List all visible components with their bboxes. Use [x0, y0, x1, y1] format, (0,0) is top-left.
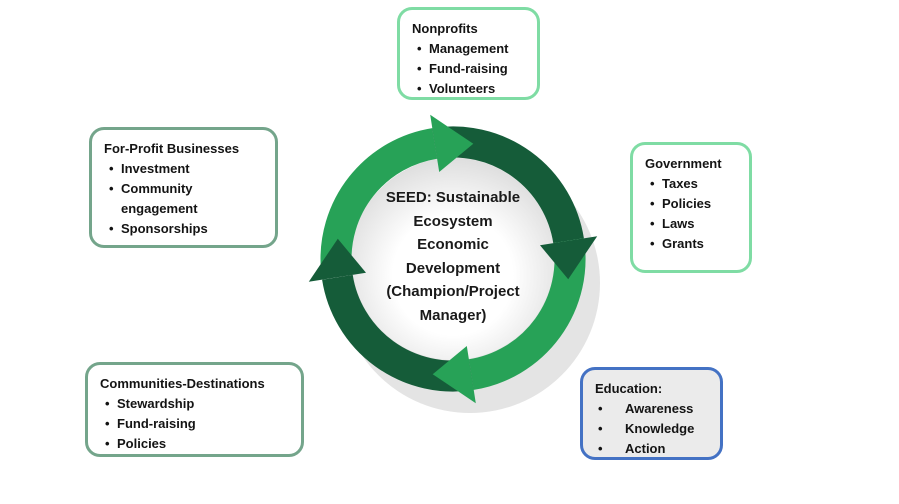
list-item: Policies: [645, 194, 741, 214]
center-label-line: SEED: Sustainable: [385, 189, 521, 206]
list-item: Community engagement: [104, 179, 267, 219]
list-item: Taxes: [645, 174, 741, 194]
arrowhead-left-icon: [308, 238, 366, 282]
center-label-line: Development: [405, 259, 501, 277]
center-label-line: Ecosystem: [413, 212, 493, 230]
arrowhead-right-icon: [540, 236, 598, 280]
callout-list: Taxes Policies Laws Grants: [645, 174, 741, 254]
callout-list: Investment Community engagement Sponsors…: [104, 159, 267, 239]
list-item: Awareness: [595, 399, 712, 419]
callout-list: Management Fund-raising Volunteers: [412, 39, 529, 99]
list-item: Stewardship: [100, 394, 293, 414]
callout-education: Education: Awareness Knowledge Action: [580, 367, 723, 460]
list-item: Volunteers: [412, 79, 529, 99]
inner-disc: [352, 158, 554, 360]
callout-title: Government: [645, 156, 722, 171]
callout-title: For-Profit Businesses: [104, 141, 240, 156]
center-label-line: Economic: [417, 236, 489, 253]
center-label: SEED: Sustainable Ecosystem Economic Dev…: [348, 186, 558, 327]
list-item: Action: [595, 439, 712, 459]
arrowhead-bottom-icon: [432, 346, 476, 404]
callout-government: Government Taxes Policies Laws Grants: [630, 142, 752, 273]
callout-title: Education:: [595, 381, 663, 396]
callout-list: Stewardship Fund-raising Policies: [100, 394, 293, 454]
list-item: Laws: [645, 214, 741, 234]
callout-communities-destinations: Communities-Destinations Stewardship Fun…: [85, 362, 304, 457]
callout-for-profit-businesses: For-Profit Businesses Investment Communi…: [89, 127, 278, 248]
list-item: Grants: [645, 234, 741, 254]
center-label-line: Manager): [419, 306, 487, 324]
callout-title: Communities-Destinations: [100, 376, 265, 391]
list-item: Fund-raising: [100, 414, 293, 434]
list-item: Knowledge: [595, 419, 712, 439]
list-item: Policies: [100, 434, 293, 454]
callout-nonprofits: Nonprofits Management Fund-raising Volun…: [397, 7, 540, 100]
center-label-line: (Champion/Project: [386, 283, 520, 300]
list-item: Investment: [104, 159, 267, 179]
list-item: Management: [412, 39, 529, 59]
list-item: Fund-raising: [412, 59, 529, 79]
arrowhead-top-icon: [430, 114, 474, 172]
callout-list: Awareness Knowledge Action: [595, 399, 712, 459]
list-item: Sponsorships: [104, 219, 267, 239]
callout-title: Nonprofits: [412, 21, 478, 36]
